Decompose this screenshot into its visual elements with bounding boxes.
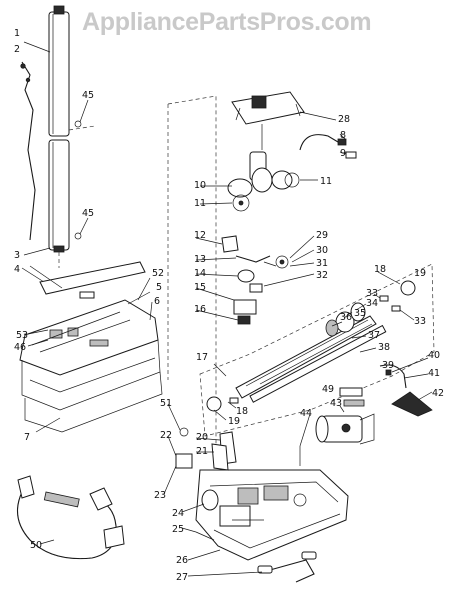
callout-label: 32 [316, 270, 328, 281]
callout-label: 30 [316, 245, 328, 256]
callout-label: 46 [14, 342, 26, 353]
pedal-rod [257, 551, 317, 583]
callout-label: 11 [320, 176, 332, 187]
callout-label: 27 [176, 572, 188, 583]
cord-assembly [20, 61, 36, 241]
callout-label: 19 [414, 268, 426, 279]
wheel-parts [175, 427, 219, 541]
callout-label: 21 [196, 446, 208, 457]
bag-housing [19, 261, 163, 433]
callout-label: 49 [322, 384, 334, 395]
motor-assembly [315, 413, 375, 445]
callout-label: 24 [172, 508, 184, 519]
callout-label: 19 [228, 416, 240, 427]
callout-label: 7 [24, 432, 30, 443]
handle-bail [231, 91, 305, 150]
callout-label: 9 [340, 148, 346, 159]
callout-label: 18 [374, 264, 386, 275]
callout-label: 16 [194, 304, 206, 315]
callout-label: 38 [378, 342, 390, 353]
callout-label: 41 [428, 368, 440, 379]
callout-label: 34 [366, 298, 378, 309]
callout-label: 22 [160, 430, 172, 441]
callout-label: 40 [428, 350, 440, 361]
callout-label: 25 [172, 524, 184, 535]
callout-label: 43 [330, 398, 342, 409]
callout-label: 2 [14, 44, 20, 55]
callout-label: 4 [14, 264, 20, 275]
callout-label: 28 [338, 114, 350, 125]
belt [391, 391, 433, 417]
watermark: AppliancePartsPros.com [82, 8, 372, 36]
callout-label: 53 [16, 330, 28, 341]
callout-label: 23 [154, 490, 166, 501]
callout-label: 8 [340, 130, 346, 141]
brushroll-assembly-outline [199, 263, 435, 437]
switch-parts [221, 235, 289, 325]
callout-label: 3 [14, 250, 20, 261]
callout-label: 12 [194, 230, 206, 241]
callout-label: 1 [14, 28, 20, 39]
callout-label: 35 [354, 308, 366, 319]
base-assembly [195, 469, 349, 561]
handle-tube-upper [48, 5, 96, 137]
callout-label: 11 [194, 198, 206, 209]
callout-label: 13 [194, 254, 206, 265]
lamp-bracket [339, 364, 407, 407]
callout-label: 50 [30, 540, 42, 551]
assembly-outline [167, 95, 217, 460]
brushroll-assembly [206, 280, 416, 412]
callout-label: 36 [340, 312, 352, 323]
hose-assembly [16, 475, 125, 560]
callout-label: 44 [300, 408, 312, 419]
callout-label: 5 [156, 282, 162, 293]
callout-label: 18 [236, 406, 248, 417]
callout-label: 33 [414, 316, 426, 327]
callout-label: 20 [196, 432, 208, 443]
cord-lead [299, 134, 357, 159]
callout-label: 31 [316, 258, 328, 269]
callout-label: 29 [316, 230, 328, 241]
callout-label: 6 [154, 296, 160, 307]
callout-label: 26 [176, 555, 188, 566]
callout-label: 51 [160, 398, 172, 409]
callout-label: 10 [194, 180, 206, 191]
handle-tube-lower [48, 139, 82, 253]
callout-label: 37 [368, 330, 380, 341]
swivel-assembly [227, 151, 300, 212]
callout-label: 39 [382, 360, 394, 371]
height-adjust [211, 431, 237, 471]
callout-label: 52 [152, 268, 164, 279]
callout-label: 33 [366, 288, 378, 299]
callout-label: 14 [194, 268, 206, 279]
callout-label: 42 [432, 388, 444, 399]
callout-label: 45 [82, 90, 94, 101]
callout-label: 15 [194, 282, 206, 293]
callout-label: 45 [82, 208, 94, 219]
callout-label: 17 [196, 352, 208, 363]
